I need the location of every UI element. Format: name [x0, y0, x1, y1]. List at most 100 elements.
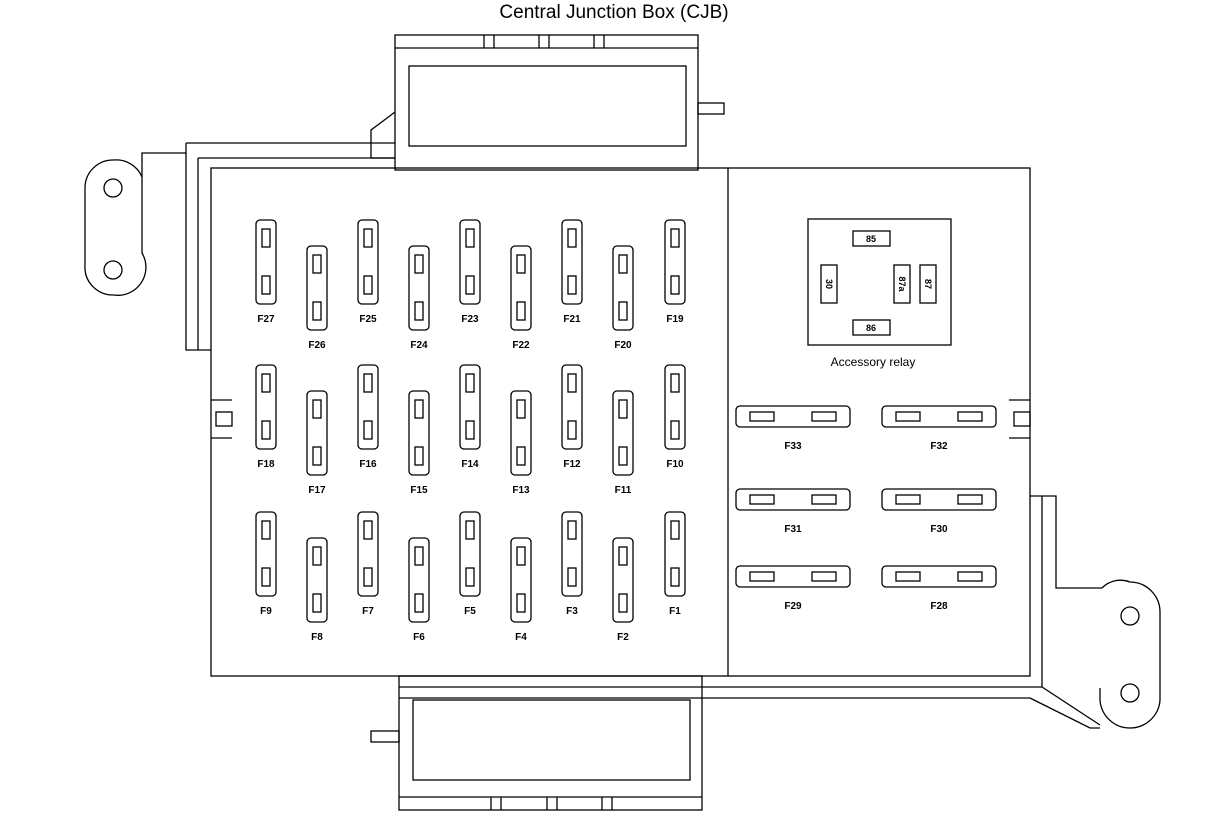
fuse-body [664, 364, 686, 450]
fuse-f31: F31 [735, 488, 851, 535]
fuse-body [510, 537, 532, 623]
cjb-housing [210, 167, 1031, 677]
fuse-f17: F17 [306, 390, 328, 496]
fuse-body [561, 219, 583, 305]
fuse-f7: F7 [357, 511, 379, 617]
accessory-relay: 85 30 87a 87 86 Accessory relay [807, 218, 952, 369]
relay-terminal-30: 30 [824, 279, 834, 289]
fuse-blade [670, 567, 680, 587]
fuse-f33: F33 [735, 405, 851, 452]
fuse-f4: F4 [510, 537, 532, 643]
fuse-blade [749, 411, 775, 422]
fuse-blade [465, 420, 475, 440]
fuse-blade [363, 567, 373, 587]
fuse-blade [312, 301, 322, 321]
fuse-body [255, 511, 277, 597]
diagram-title: Central Junction Box (CJB) [499, 2, 729, 23]
bottom-connector [370, 675, 1030, 811]
fuse-body [306, 537, 328, 623]
fuse-blade [618, 546, 628, 566]
fuse-blade [363, 275, 373, 295]
fuse-blade [895, 411, 921, 422]
fuse-label: F13 [512, 485, 530, 496]
fuse-body [664, 219, 686, 305]
fuse-blade [363, 228, 373, 248]
fuse-blade [516, 254, 526, 274]
fuse-body [561, 364, 583, 450]
fuse-blade [261, 275, 271, 295]
fuse-body [881, 405, 997, 428]
fuse-blade [465, 520, 475, 540]
fuse-blade [811, 411, 837, 422]
fuse-blade [618, 446, 628, 466]
fuse-blade [363, 520, 373, 540]
fuse-label: F18 [257, 459, 275, 470]
fuse-body [459, 364, 481, 450]
fuse-label: F21 [563, 314, 581, 325]
fuse-blade [749, 494, 775, 505]
fuse-body [735, 565, 851, 588]
fuse-body [408, 245, 430, 331]
fuse-blade [261, 520, 271, 540]
relay-caption: Accessory relay [831, 355, 916, 369]
fuse-blade [312, 546, 322, 566]
fuse-body [306, 390, 328, 476]
fuse-blade [414, 593, 424, 613]
fuse-blade [895, 571, 921, 582]
fuse-blade [516, 399, 526, 419]
fuse-label: F6 [413, 632, 425, 643]
fuse-label: F9 [260, 606, 272, 617]
fuse-blade [516, 546, 526, 566]
fuse-blade [811, 571, 837, 582]
fuse-f30: F30 [881, 488, 997, 535]
fuse-f12: F12 [561, 364, 583, 470]
fuse-label: F17 [308, 485, 326, 496]
fuse-body [459, 511, 481, 597]
fuse-blade [618, 301, 628, 321]
fuse-f10: F10 [664, 364, 686, 470]
fuse-f32: F32 [881, 405, 997, 452]
fuse-blade [312, 254, 322, 274]
fuse-blade [414, 301, 424, 321]
fuse-blade [465, 373, 475, 393]
fuse-blade [567, 567, 577, 587]
relay-terminal-87: 87 [923, 279, 933, 289]
fuse-label: F30 [930, 524, 948, 535]
fuse-blade [261, 373, 271, 393]
relay-terminal-85: 85 [866, 234, 876, 244]
fuse-blade [670, 373, 680, 393]
fuse-label: F12 [563, 459, 581, 470]
fuse-f6: F6 [408, 537, 430, 643]
fuse-f24: F24 [408, 245, 430, 351]
fuse-f28: F28 [881, 565, 997, 612]
fuse-blade [465, 567, 475, 587]
fuse-label: F28 [930, 601, 948, 612]
fuse-blade [670, 520, 680, 540]
fuse-f14: F14 [459, 364, 481, 470]
fuse-blade [567, 420, 577, 440]
fuse-blade [957, 411, 983, 422]
fuse-label: F27 [257, 314, 275, 325]
fuse-blade [811, 494, 837, 505]
fuse-label: F24 [410, 340, 428, 351]
fuse-label: F10 [666, 459, 684, 470]
fuse-label: F32 [930, 441, 948, 452]
fuse-label: F8 [311, 632, 323, 643]
fuse-blade [957, 571, 983, 582]
fuse-blade [312, 399, 322, 419]
fuse-body [459, 219, 481, 305]
fuse-label: F11 [615, 485, 632, 496]
fuse-label: F25 [359, 314, 377, 325]
fuse-blade [363, 373, 373, 393]
fuse-body [255, 364, 277, 450]
fuse-f8: F8 [306, 537, 328, 643]
fuse-body [357, 364, 379, 450]
fuse-body [510, 245, 532, 331]
fuse-label: F19 [666, 314, 684, 325]
fuse-f20: F20 [612, 245, 634, 351]
fuse-body [408, 390, 430, 476]
fuse-f19: F19 [664, 219, 686, 325]
fuse-blade [670, 275, 680, 295]
fuse-body [612, 390, 634, 476]
fuse-label: F7 [362, 606, 374, 617]
